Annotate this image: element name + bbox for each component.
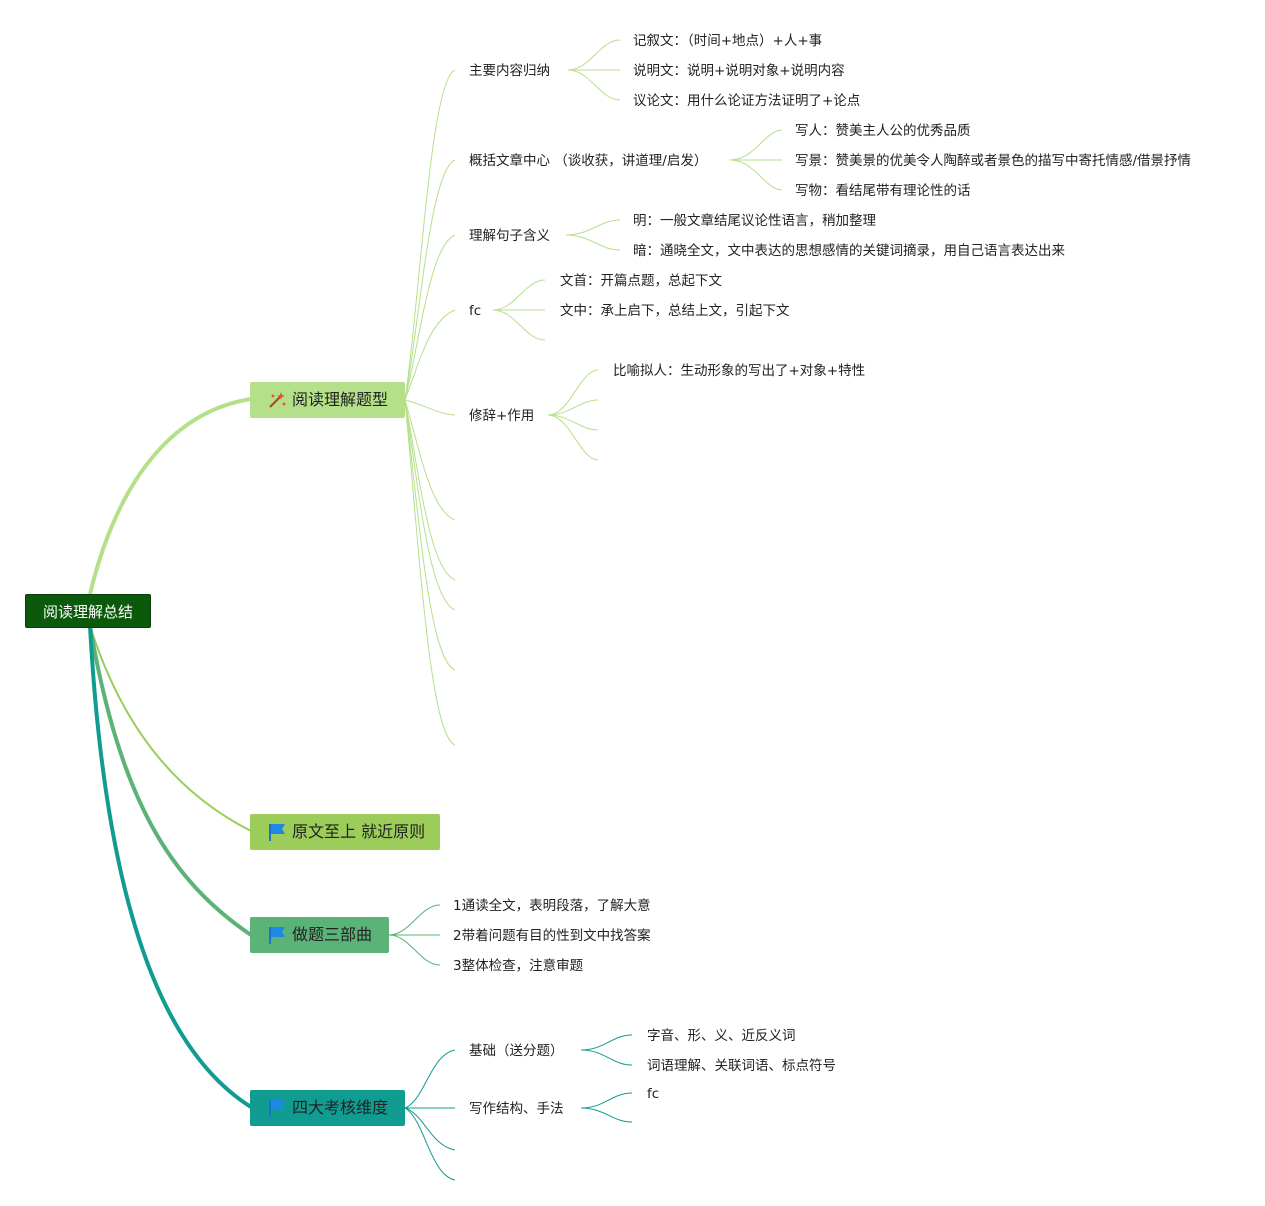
leaf-fc-1[interactable]: 文首：开篇点题，总起下文 bbox=[560, 273, 722, 289]
reading-branch-lines bbox=[404, 39, 783, 746]
leaf-summary-3[interactable]: 议论文：用什么论证方法证明了+论点 bbox=[633, 93, 861, 109]
leaf-summary-1[interactable]: 记叙文：（时间+地点）+人+事 bbox=[633, 33, 823, 49]
flag-icon bbox=[269, 927, 285, 944]
topic-reading-label: 阅读理解题型 bbox=[292, 390, 389, 409]
leaf-steps-2[interactable]: 2带着问题有目的性到文中找答案 bbox=[453, 928, 651, 944]
leaf-basic-1[interactable]: 字音、形、义、近反义词 bbox=[647, 1028, 796, 1044]
leaf-center-2[interactable]: 写景：赞美景的优美令人陶醉或者景色的描写中寄托情感/借景抒情 bbox=[795, 153, 1192, 169]
leaf-summary-2[interactable]: 说明文：说明+说明对象+说明内容 bbox=[633, 63, 845, 79]
subtopic-fc[interactable]: fc bbox=[469, 303, 482, 319]
leaf-writing-1[interactable]: fc bbox=[647, 1086, 660, 1102]
leaf-steps-3[interactable]: 3整体检查，注意审题 bbox=[453, 958, 584, 974]
subtopic-rhetoric[interactable]: 修辞+作用 bbox=[469, 408, 535, 424]
subtopic-center[interactable]: 概括文章中心 （谈收获，讲道理/启发） bbox=[469, 153, 708, 169]
leaf-sentence-1[interactable]: 明：一般文章结尾议论性语言，稍加整理 bbox=[633, 213, 876, 229]
link-root-dimensions bbox=[88, 625, 253, 1109]
subtopic-summary[interactable]: 主要内容归纳 bbox=[469, 63, 550, 79]
subtopic-basic[interactable]: 基础（送分题） bbox=[469, 1043, 564, 1059]
leaf-steps-1[interactable]: 1通读全文，表明段落，了解大意 bbox=[453, 898, 651, 914]
steps-branch-lines bbox=[388, 904, 441, 966]
link-root-steps bbox=[88, 625, 253, 937]
dimensions-branch-lines bbox=[404, 1034, 633, 1181]
topic-steps-label: 做题三部曲 bbox=[292, 925, 373, 944]
leaf-rhetoric-1[interactable]: 比喻拟人：生动形象的写出了+对象+特性 bbox=[613, 363, 866, 379]
subtopic-sentence[interactable]: 理解句子含义 bbox=[469, 228, 550, 244]
topic-steps[interactable]: 做题三部曲 bbox=[250, 917, 389, 953]
link-root-principle bbox=[89, 625, 252, 832]
leaf-center-3[interactable]: 写物：看结尾带有理论性的话 bbox=[795, 183, 971, 199]
root-topic[interactable]: 阅读理解总结 bbox=[25, 594, 151, 628]
topic-principle-label: 原文至上 就近原则 bbox=[292, 822, 426, 841]
link-root-reading bbox=[88, 397, 252, 595]
leaf-fc-2[interactable]: 文中：承上启下，总结上文，引起下文 bbox=[560, 303, 790, 319]
topic-dimensions[interactable]: 四大考核维度 bbox=[250, 1090, 405, 1126]
topic-principle[interactable]: 原文至上 就近原则 bbox=[250, 814, 440, 850]
flag-icon bbox=[269, 1100, 285, 1117]
flag-icon bbox=[269, 824, 285, 841]
leaf-sentence-2[interactable]: 暗：通晓全文，文中表达的思想感情的关键词摘录，用自己语言表达出来 bbox=[633, 243, 1065, 259]
subtopic-writing[interactable]: 写作结构、手法 bbox=[469, 1101, 564, 1117]
leaf-basic-2[interactable]: 词语理解、关联词语、标点符号 bbox=[647, 1058, 836, 1074]
topic-dimensions-label: 四大考核维度 bbox=[292, 1098, 389, 1117]
leaf-center-1[interactable]: 写人：赞美主人公的优秀品质 bbox=[795, 123, 971, 139]
sparkle-icon bbox=[269, 392, 286, 408]
topic-reading[interactable]: 阅读理解题型 bbox=[250, 382, 405, 418]
